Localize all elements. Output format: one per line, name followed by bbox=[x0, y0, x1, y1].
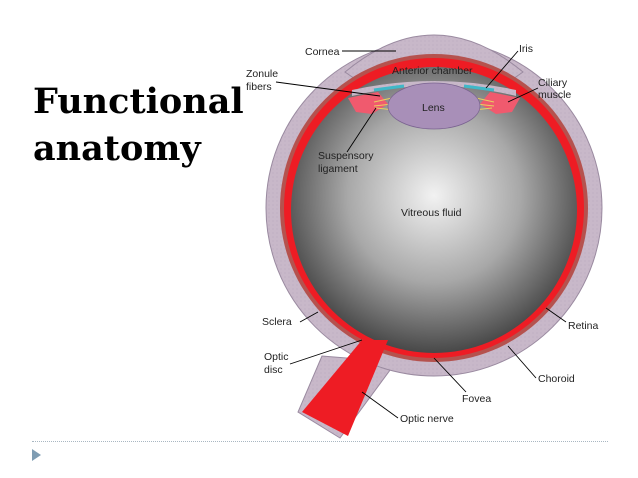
label-suspensory-line2: ligament bbox=[318, 163, 358, 175]
label-fovea: Fovea bbox=[462, 393, 491, 405]
bullet-arrow-icon bbox=[32, 449, 41, 461]
iris-right bbox=[463, 84, 495, 92]
label-lens: Lens bbox=[422, 102, 445, 114]
slide-title-line1: Functional bbox=[33, 81, 244, 122]
label-iris: Iris bbox=[519, 43, 533, 55]
label-zonule-line2: fibers bbox=[246, 81, 272, 93]
label-suspensory-line1: Suspensory bbox=[318, 150, 374, 162]
label-retina: Retina bbox=[568, 320, 599, 332]
label-zonule-line1: Zonule bbox=[246, 68, 278, 80]
vitreous-body bbox=[291, 67, 577, 353]
label-optic-disc-line1: Optic bbox=[264, 351, 289, 363]
optic-nerve-core bbox=[302, 340, 388, 436]
slide-title: Functional anatomy bbox=[33, 78, 244, 172]
lens-shape bbox=[387, 82, 481, 130]
label-sclera: Sclera bbox=[262, 316, 292, 328]
label-optic-nerve: Optic nerve bbox=[400, 413, 454, 425]
label-optic-disc-line2: disc bbox=[264, 364, 283, 376]
anterior-segment-mask bbox=[352, 81, 516, 96]
leader-lines bbox=[275, 50, 567, 419]
footer-divider bbox=[32, 441, 608, 442]
slide-title-line2: anatomy bbox=[33, 128, 201, 169]
label-anterior-chamber: Anterior chamber bbox=[392, 65, 473, 77]
label-ciliary-line2: muscle bbox=[538, 89, 571, 101]
label-vitreous: Vitreous fluid bbox=[401, 207, 462, 219]
label-ciliary-line1: Ciliary bbox=[538, 77, 568, 89]
iris-left bbox=[373, 84, 405, 92]
label-choroid: Choroid bbox=[538, 373, 575, 385]
label-cornea: Cornea bbox=[305, 46, 340, 58]
